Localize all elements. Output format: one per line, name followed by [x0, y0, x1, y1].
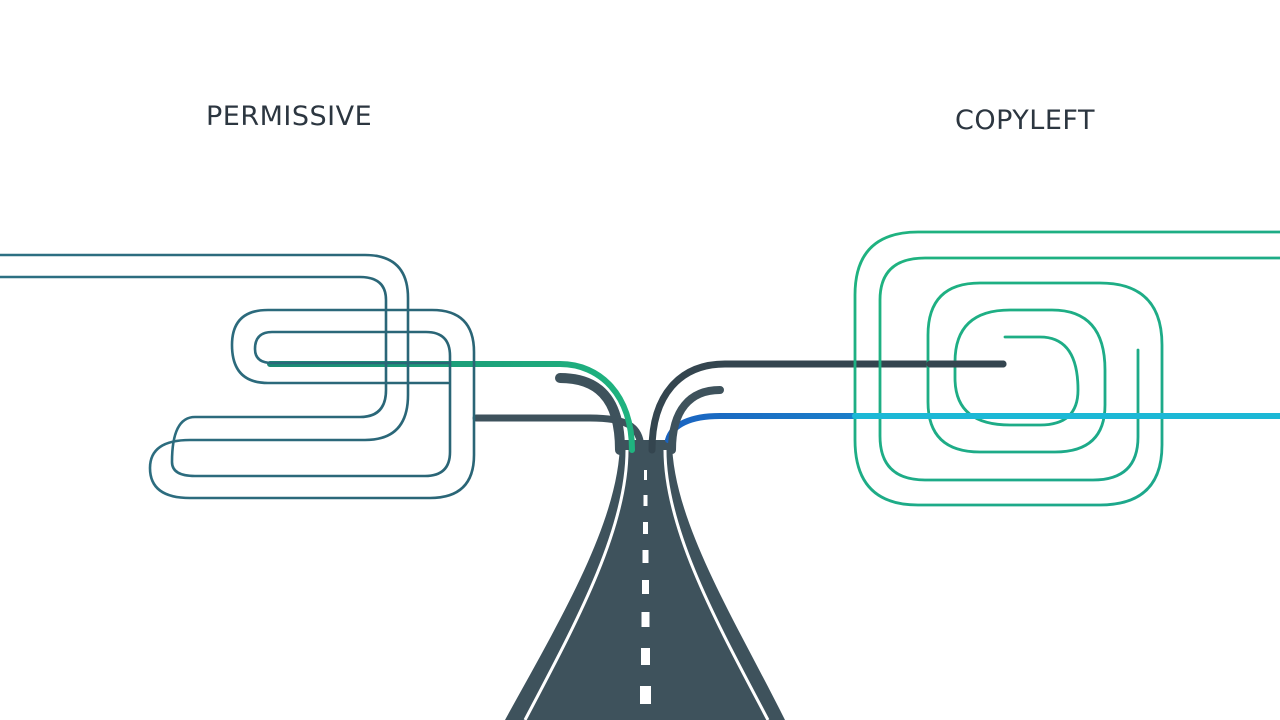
right-blue-branch: [665, 413, 1280, 443]
road-edge-right: [663, 449, 770, 720]
left-green-branch: [267, 361, 635, 453]
copyleft-label: COPYLEFT: [955, 105, 1095, 136]
left-road-shoulder: [555, 373, 625, 455]
right-spiral: [853, 230, 1280, 507]
copyleft-paths: [648, 230, 1280, 507]
permissive-paths: [0, 253, 645, 500]
left-dark-branch: [472, 414, 645, 454]
road-center-dashes: [640, 470, 651, 704]
left-knot-outer: [0, 253, 476, 500]
road-edge-left: [523, 449, 629, 720]
road: [505, 440, 785, 720]
permissive-label: PERMISSIVE: [206, 101, 373, 132]
right-dark-branch: [648, 360, 1007, 454]
right-road-shoulder: [668, 386, 724, 454]
